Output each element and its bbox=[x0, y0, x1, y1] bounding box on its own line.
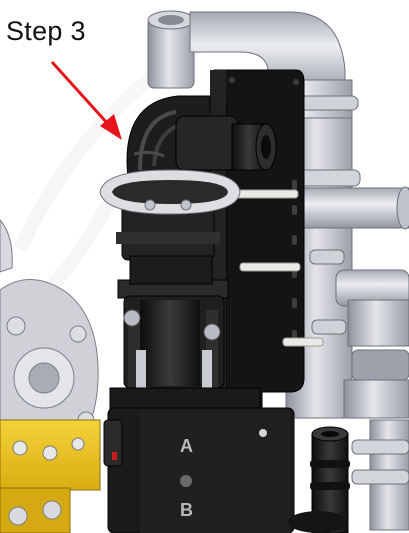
pump-housing-left bbox=[0, 219, 99, 449]
plate-marking-b: B bbox=[180, 500, 193, 520]
plate-marking-a: A bbox=[180, 436, 193, 456]
step-label: Step 3 bbox=[6, 16, 86, 46]
annotation-arrow bbox=[50, 60, 122, 140]
yellow-block bbox=[0, 419, 101, 533]
manifold-box bbox=[103, 407, 295, 533]
lower-hose-barb bbox=[288, 426, 350, 533]
elbow-hose-fitting bbox=[99, 95, 277, 285]
standoff-pins bbox=[227, 189, 324, 347]
